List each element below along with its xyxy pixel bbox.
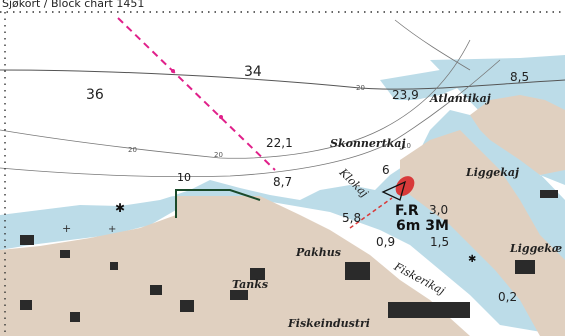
depth-sounding: 1,5 [430,235,450,249]
highlight-outline [175,189,261,218]
land-south [0,196,470,336]
contour-label: 10 [402,142,411,150]
place-name-pakhus: Pakhus [296,246,341,259]
contour-label: 20 [356,84,365,92]
land-pier [400,130,565,336]
depth-contour [394,19,471,71]
building [230,290,248,300]
light-characteristic-line1: F.R [395,203,419,219]
building [540,190,558,198]
channel-strip [0,178,176,205]
place-name-fiskeindustri: Fiskeindustri [288,317,370,330]
depth-sounding: 34 [244,64,262,80]
leading-line-dot [171,69,175,73]
depth-sounding: 8,7 [273,175,293,189]
light-characteristic-line2: 6m 3M [396,218,449,234]
place-name-tanks: Tanks [232,278,269,291]
building [110,262,118,270]
depth-sounding: 0,9 [376,235,396,249]
depth-sounding: 36 [86,87,104,103]
depth-sounding: 22,1 [266,136,293,150]
cross-symbol: + [62,222,71,235]
shallow-water-west [0,195,176,250]
light-sector-line [349,197,393,229]
depth-contour [0,59,501,178]
building [250,268,265,280]
building [180,300,194,312]
place-name-liggekaj-east: Liggekæ [510,242,563,255]
rock-symbol: ✱ [468,254,476,265]
chart-title: Sjøkort / Block chart 1451 [2,0,145,10]
depth-contour [0,39,471,159]
building [388,302,470,318]
building [345,262,370,280]
building [20,235,34,245]
place-name-atlantikaj: Atlantikaj [430,92,491,105]
land-liggekaj [470,95,565,175]
leading-line-dot [219,115,223,119]
building [150,285,162,295]
depth-contour [0,69,565,90]
rock-symbol: ✱ [115,201,125,215]
depth-sounding: 0,2 [498,290,518,304]
building [515,260,535,274]
building [70,312,80,322]
shallow-water-north [380,65,470,100]
contour-label: 20 [214,151,223,159]
place-name-skonnertkaj: Skonnertkaj [330,137,406,150]
cross-symbol: + [108,224,116,235]
depth-sounding: 23,9 [392,88,419,102]
building [20,300,32,310]
leading-line [117,17,276,171]
depth-sounding: 6 [382,163,390,177]
depth-sounding: 3,0 [429,203,449,217]
light-icon [395,176,415,196]
light-structure [381,180,406,201]
shallow-water-harbour [175,55,565,336]
marker-label: 10 [177,171,191,184]
contour-label: 20 [128,146,137,154]
place-name-liggekaj: Liggekaj [466,166,520,179]
depth-sounding: 5,8 [342,211,362,225]
depth-sounding: 8,5 [510,70,530,84]
building [60,250,70,258]
